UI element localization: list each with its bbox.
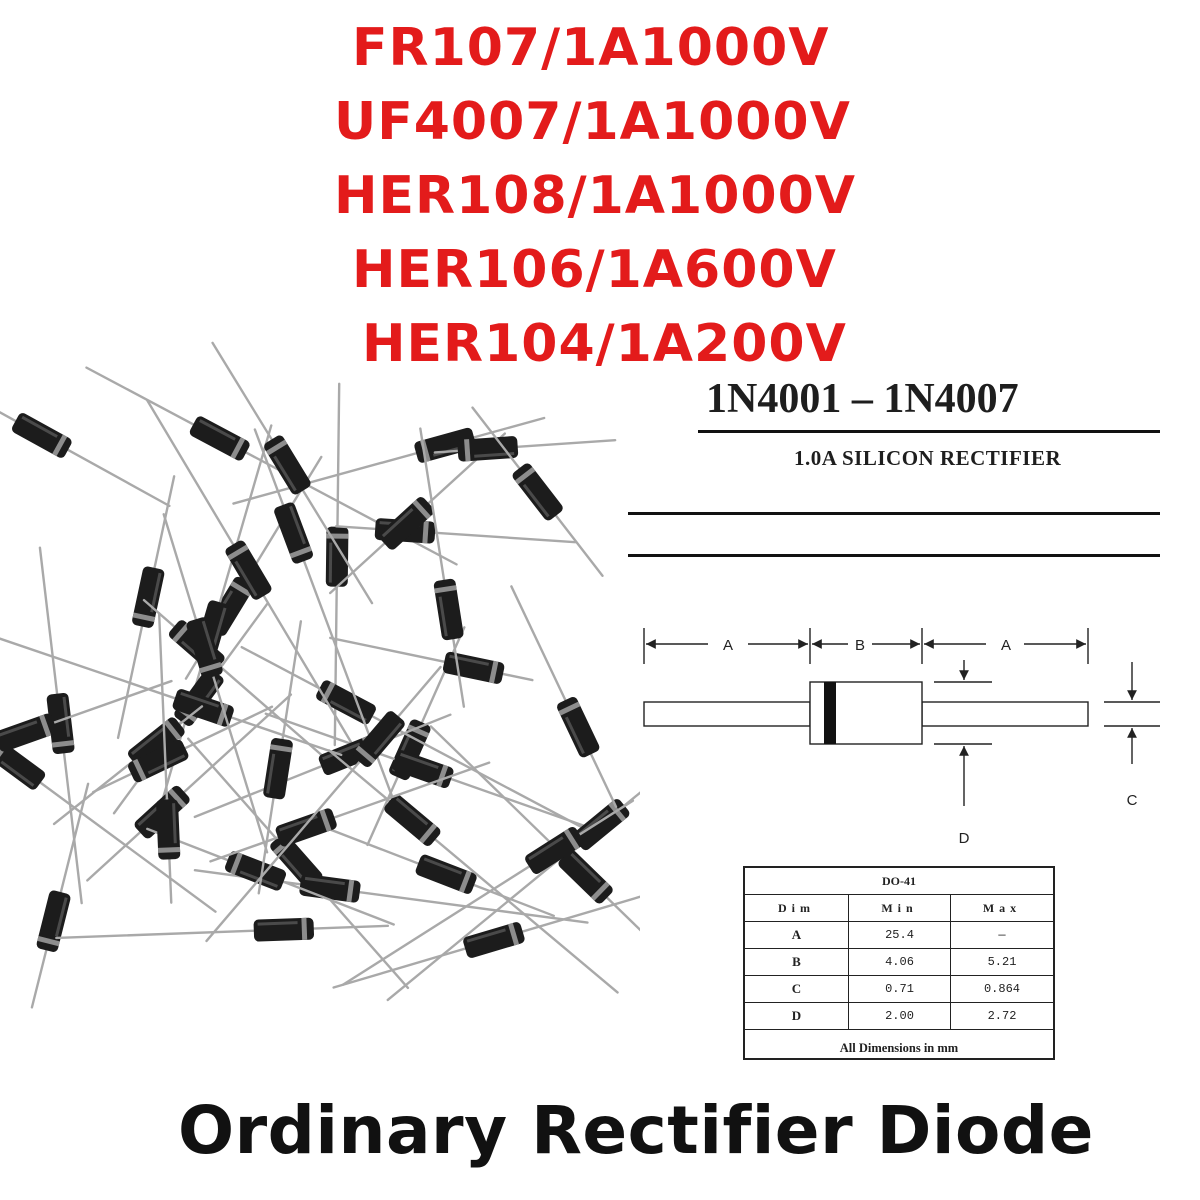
diode [55,917,390,942]
model-uf4007: UF4007/1A1000V [334,92,851,152]
diode [327,749,619,994]
title-rule [698,430,1160,433]
diode [187,737,410,990]
diode [209,761,491,863]
diode-pile-photo [0,341,640,1009]
diode [471,406,604,577]
diode [30,782,90,1009]
table-cell: 0.864 [983,982,1020,996]
table-cell: — [998,928,1006,942]
datasheet-subtitle: 1.0A SILICON RECTIFIER [794,446,1062,470]
table-footer: All Dimensions in mm [839,1040,959,1055]
table-row: D 2.00 2.72 [745,1003,1053,1030]
diode-outline-drawing: A B A C D [643,628,1160,847]
table-row: B 4.06 5.21 [745,949,1053,976]
dim-label-d: D [959,830,970,847]
diode [156,612,181,904]
dim-label-c: C [1127,792,1138,809]
table-row: A 25.4 — [745,922,1053,949]
diode [162,513,269,854]
table-cell: 0.71 [849,976,951,1002]
diode [419,427,466,708]
diode [38,546,83,905]
dim-label-a-left: A [723,637,733,654]
table-cell: B [745,949,849,975]
diode [0,679,173,758]
diode [52,705,204,826]
diode [433,436,617,462]
table-row: C 0.71 0.864 [745,976,1053,1003]
diode [146,827,395,926]
model-her106: HER106/1A600V [352,240,837,300]
diode [257,620,303,895]
header-dim: Dim [745,895,849,921]
dim-label-b: B [855,637,865,654]
diode [429,725,640,939]
table-cell: C [745,976,849,1002]
diode [264,712,592,830]
diode [329,636,534,684]
table-cell: D [745,1003,849,1029]
section-rule-top [628,512,1160,515]
diode [332,883,640,989]
diode [335,518,577,544]
diode [205,665,442,943]
dim-label-a-right: A [1001,637,1011,654]
table-header-row: Dim Min Max [745,895,1053,922]
diode [323,826,555,918]
diode [0,405,171,508]
diode [145,398,355,747]
diode [510,585,618,808]
table-cell: 4.06 [849,949,951,975]
header-max: Max [982,900,1022,915]
model-list: FR107/1A1000V UF4007/1A1000V HER108/1A10… [0,0,1200,380]
diode [211,341,374,605]
model-fr107: FR107/1A1000V [352,18,830,78]
table-cell: 25.4 [849,922,951,948]
datasheet-title: 1N4001 – 1N4007 [706,376,1019,422]
table-cell: 2.72 [987,1009,1017,1023]
table-cell: 2.00 [849,1003,951,1029]
model-her104: HER104/1A200V [362,314,847,374]
diode [341,799,635,986]
product-caption: Ordinary Rectifier Diode [178,1092,1094,1169]
model-her108: HER108/1A1000V [334,166,857,226]
section-rule-bottom [628,554,1160,557]
dimension-table: DO-41 Dim Min Max A 25.4 — B 4.06 5.21 C… [743,866,1055,1060]
table-cell: 5.21 [987,955,1017,969]
table-cell: A [745,922,849,948]
header-min: Min [849,895,951,921]
package-name: DO-41 [745,868,1053,895]
